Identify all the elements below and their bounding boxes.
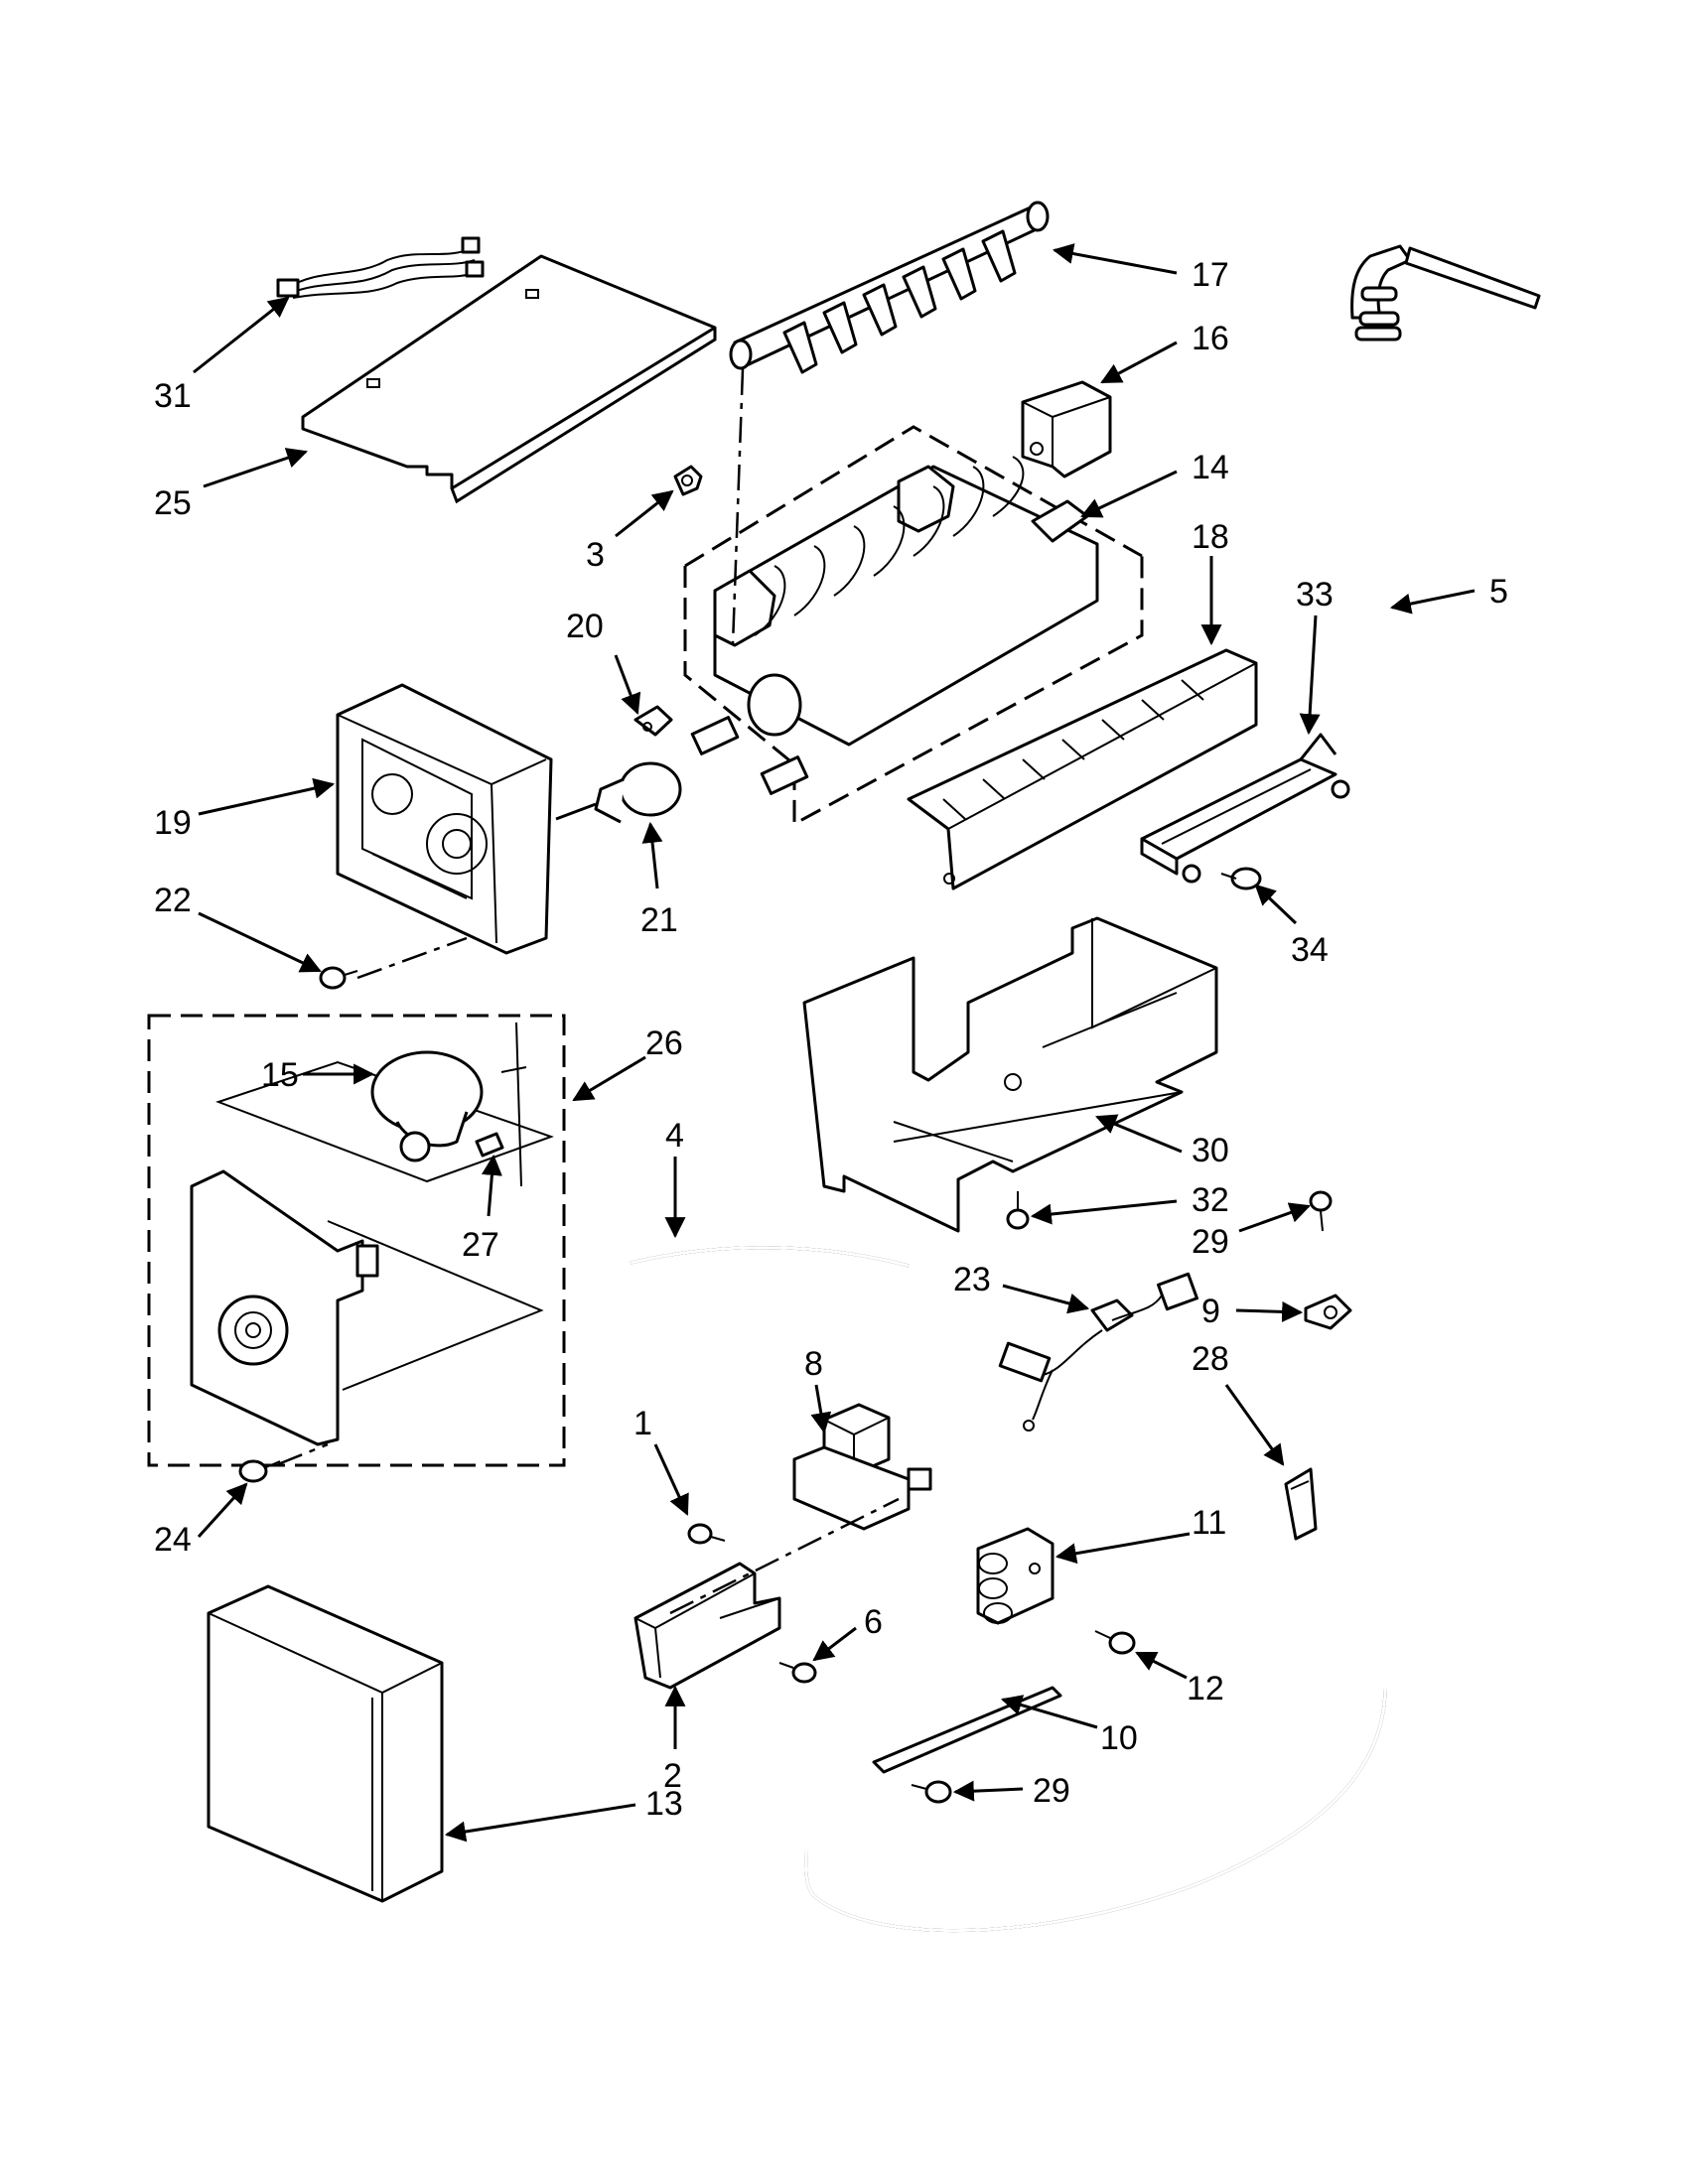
callout-label: 17 — [1192, 256, 1229, 294]
callout-label: 29 — [1033, 1772, 1070, 1810]
callout-label: 29 — [1192, 1223, 1229, 1261]
callout-label: 14 — [1192, 449, 1229, 486]
callout-label: 6 — [864, 1603, 883, 1641]
wire-harness-23-part — [998, 1272, 1198, 1432]
callout-label: 28 — [1192, 1340, 1229, 1378]
alignment-line — [277, 1442, 329, 1466]
screw-34-part — [1220, 867, 1262, 890]
callout-label: 4 — [665, 1117, 684, 1155]
callout-label: 30 — [1192, 1132, 1229, 1169]
callout-label: 32 — [1192, 1181, 1229, 1219]
callout-label: 15 — [261, 1056, 299, 1094]
module-kit-part — [147, 1014, 566, 1467]
valve-part — [792, 1403, 932, 1531]
screw-29-lower-part — [911, 1780, 952, 1804]
alignment-line — [356, 936, 468, 980]
callout-label: 9 — [1201, 1293, 1220, 1330]
strip-part — [872, 1686, 1062, 1774]
clamp-part — [1304, 1294, 1352, 1330]
clip-20-part — [633, 705, 673, 737]
callout-label: 11 — [1192, 1504, 1226, 1542]
callout-label: 34 — [1291, 931, 1329, 969]
bracket-11-part — [976, 1527, 1055, 1625]
callout-label: 5 — [1489, 573, 1508, 611]
callout-label: 26 — [645, 1024, 683, 1062]
callout-label: 1 — [633, 1405, 652, 1442]
alignment-line — [669, 1497, 900, 1615]
callout-label: 24 — [154, 1521, 192, 1559]
screw-6-part — [778, 1662, 817, 1684]
mold-part — [683, 425, 1144, 827]
motor-housing-part — [336, 683, 553, 955]
clip-28-part — [1284, 1467, 1318, 1541]
tube-part — [630, 1246, 910, 1268]
shield-part — [802, 916, 1218, 1233]
clip-part — [673, 465, 703, 496]
fill-cup-part — [1021, 380, 1112, 478]
screw-12-part — [1094, 1630, 1136, 1655]
screw-32-part — [1006, 1191, 1030, 1230]
screw-29-upper-part — [1309, 1190, 1333, 1232]
callout-label: 19 — [154, 804, 192, 842]
callout-label: 2 — [663, 1757, 682, 1795]
callouts: 17 16 14 18 33 5 34 31 25 3 20 19 — [154, 243, 1508, 1843]
callout-label: 13 — [645, 1785, 683, 1823]
water-tube-part — [804, 244, 1541, 1933]
callout-label: 10 — [1100, 1719, 1138, 1757]
bracket-top-part — [1140, 733, 1350, 884]
screw-24-part — [238, 1459, 281, 1483]
wire-harness-part — [276, 236, 485, 299]
callout-label: 25 — [154, 484, 192, 522]
screw-22-part — [319, 966, 358, 990]
thermostat-part — [555, 761, 682, 824]
cover-part — [301, 254, 717, 504]
callout-label: 20 — [566, 608, 604, 645]
callout-label: 22 — [154, 882, 192, 919]
alignment-line — [731, 368, 745, 646]
ejector-part — [729, 201, 1050, 374]
callout-label: 8 — [804, 1345, 823, 1383]
callout-label: 27 — [462, 1226, 499, 1264]
callout-label: 31 — [154, 377, 192, 415]
screw-1-part — [687, 1523, 726, 1545]
callout-label: 3 — [586, 536, 605, 574]
callout-label: 33 — [1296, 576, 1334, 614]
callout-label: 12 — [1187, 1670, 1224, 1707]
callout-label: 21 — [640, 901, 678, 939]
callout-label: 18 — [1192, 518, 1229, 556]
stripper-part — [907, 648, 1258, 890]
callout-label: 16 — [1192, 320, 1229, 357]
callout-label: 23 — [953, 1261, 991, 1298]
bracket-part — [633, 1562, 781, 1690]
box-part — [207, 1584, 444, 1903]
